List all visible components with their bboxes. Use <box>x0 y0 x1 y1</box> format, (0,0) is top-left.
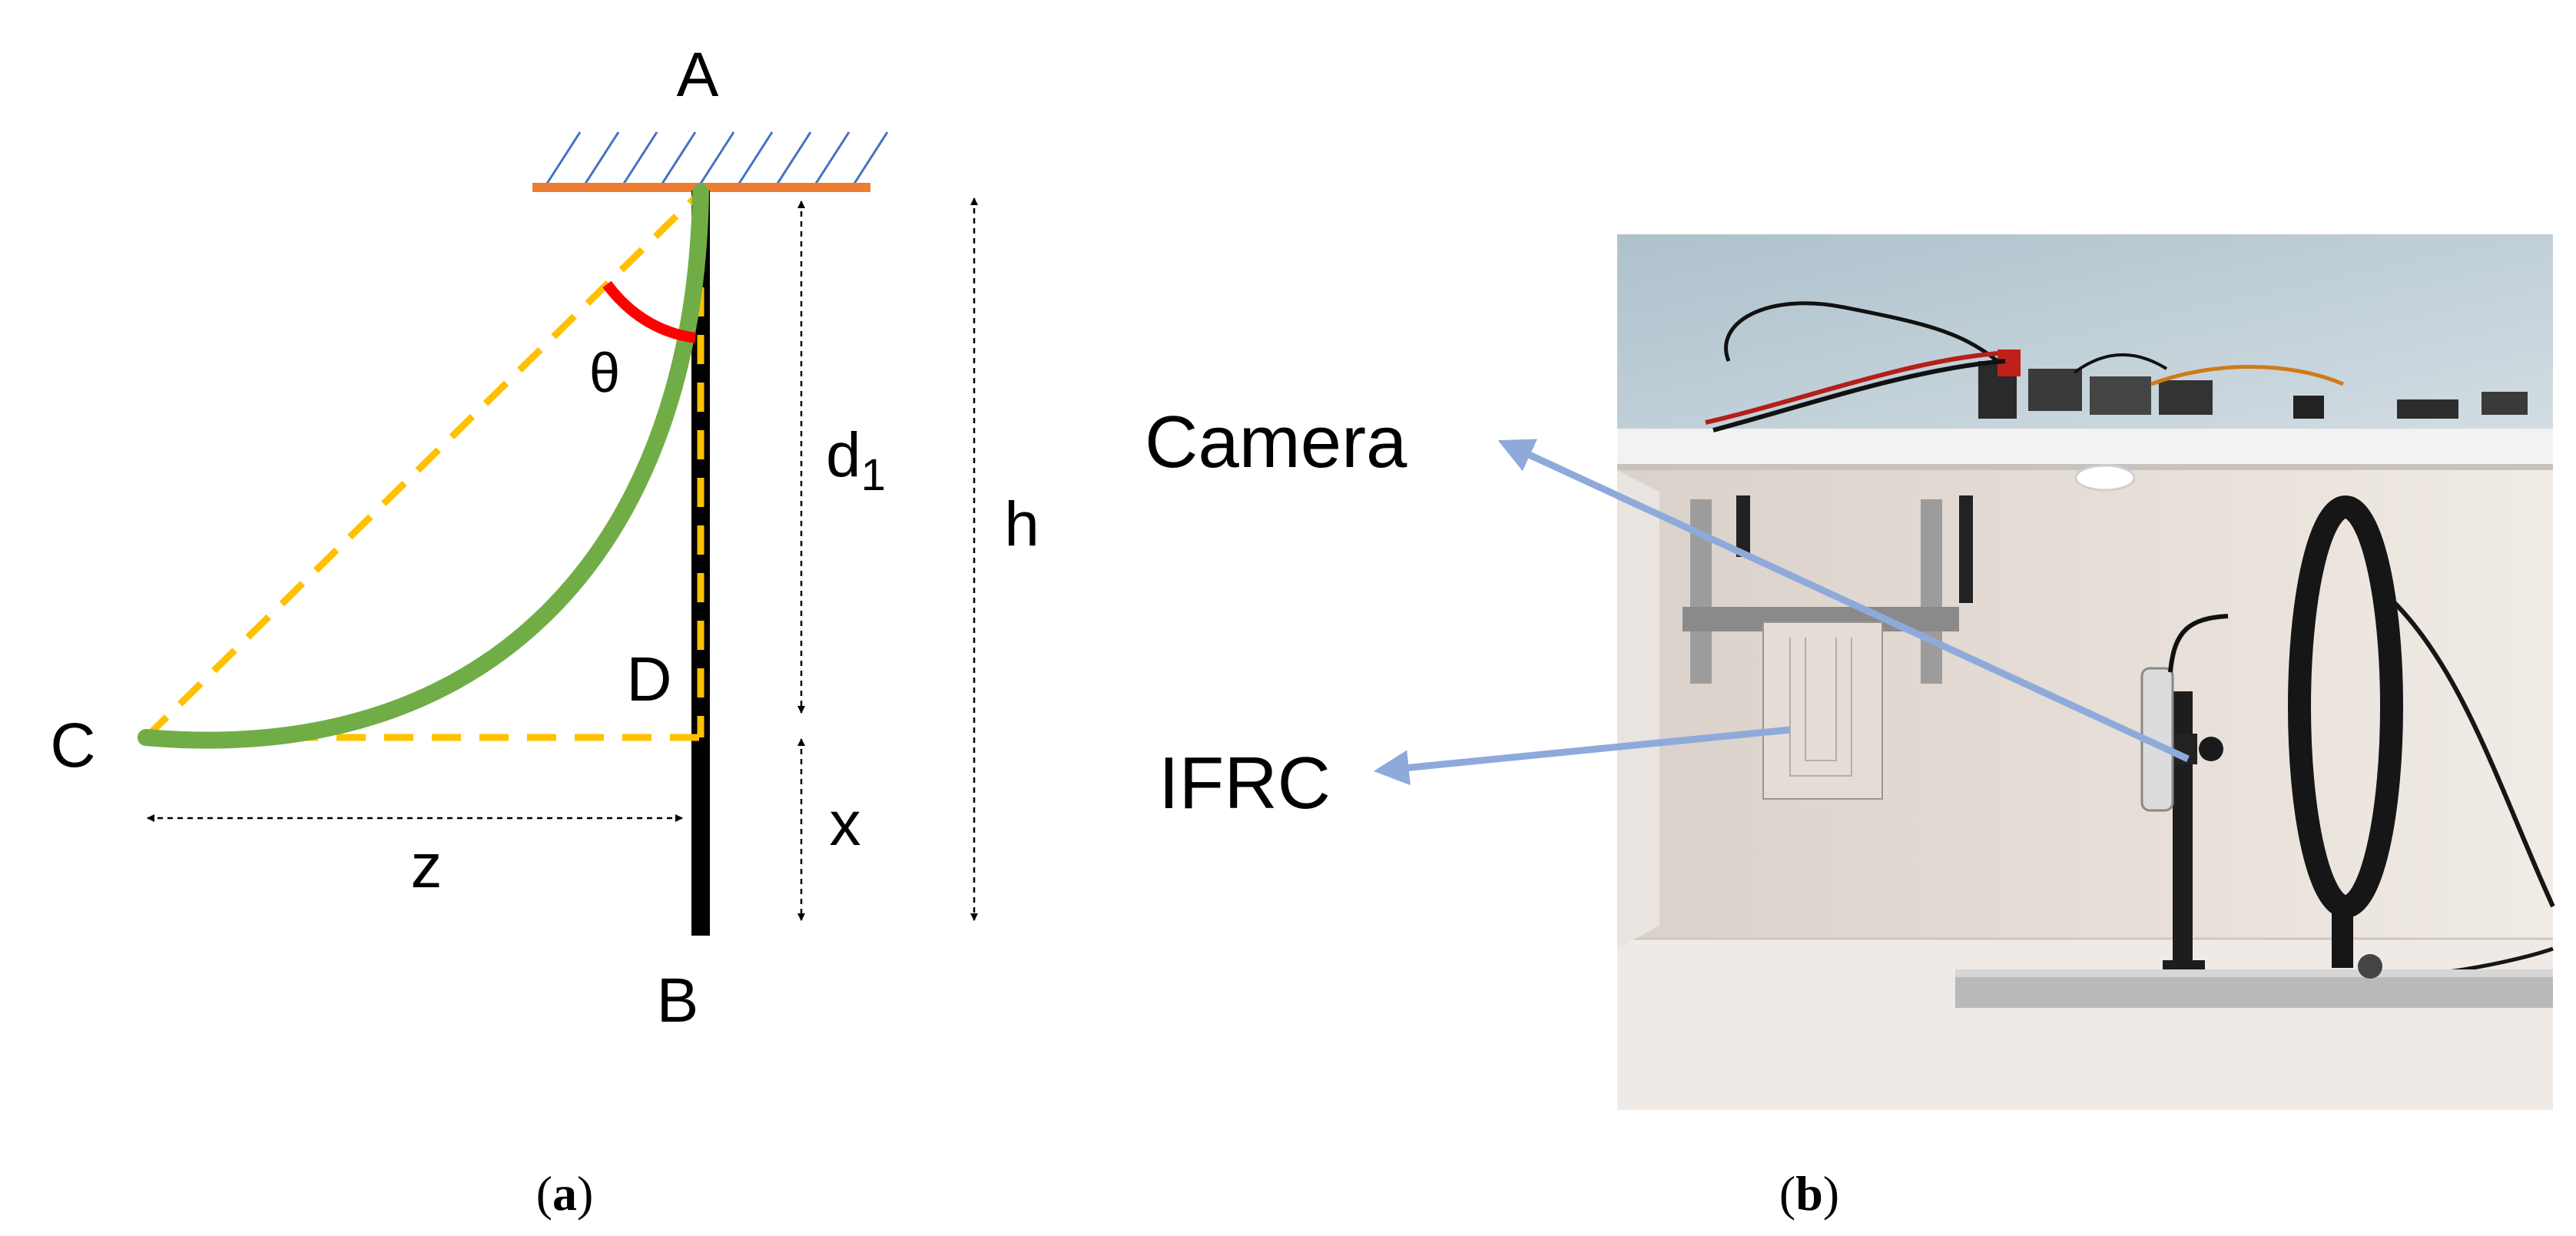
photo-light <box>2074 464 2136 492</box>
point-label-B: B <box>657 966 699 1036</box>
photo-camera-assembly <box>2140 614 2229 979</box>
panel-b-photo <box>1617 234 2555 1110</box>
dimension-label-z: z <box>411 831 443 901</box>
dimension-d1-main: d <box>826 420 861 490</box>
camera-pointer-arrow <box>1497 439 2190 763</box>
caption-a: (a) <box>536 1166 594 1221</box>
point-label-A: A <box>677 40 719 110</box>
label-camera: Camera <box>1145 401 1407 483</box>
label-ifrc: IFRC <box>1159 742 1331 824</box>
ifrc-pointer-arrow <box>1373 726 1791 786</box>
panel-a-diagram: A B C D θ d1 x h z <box>50 40 1039 1036</box>
photo-electronics <box>1705 301 2528 432</box>
dashed-triangle <box>143 189 705 741</box>
point-label-C: C <box>50 711 95 780</box>
dimension-d1-subscript: 1 <box>861 450 886 500</box>
caption-b: (b) <box>1779 1166 1839 1221</box>
photo-back-wall <box>1617 470 2553 939</box>
dimension-label-x: x <box>830 789 861 859</box>
photo-floor <box>1617 939 2553 1110</box>
wall-hatching <box>544 131 889 187</box>
point-label-D: D <box>626 645 671 714</box>
dimension-label-h: h <box>1004 489 1039 559</box>
dimension-label-d1: d1 <box>826 420 886 500</box>
caption-b-letter: b <box>1795 1166 1823 1221</box>
theta-angle-arc <box>602 280 697 343</box>
photo-shelf <box>1617 429 2553 467</box>
angle-label-theta: θ <box>589 343 620 404</box>
caption-a-letter: a <box>552 1166 577 1221</box>
